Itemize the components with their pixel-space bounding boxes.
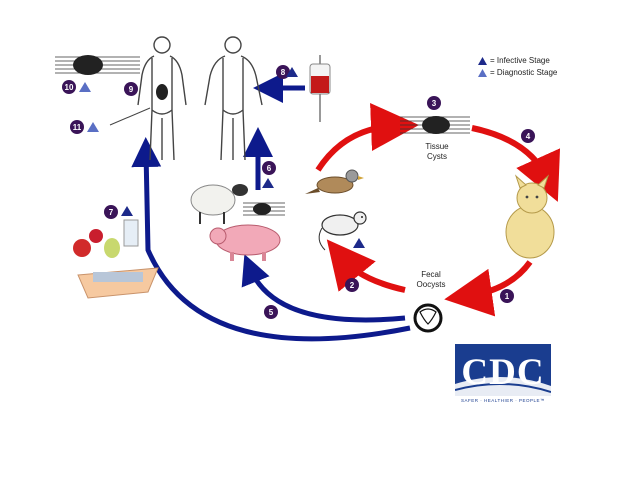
diagnostic-stage-icon: [79, 82, 91, 92]
arrow-birds-to-cysts: [315, 102, 419, 172]
pointer-line-human: [109, 107, 151, 126]
svg-text:6: 6: [267, 164, 272, 173]
arrow-oocysts-to-rodent: [326, 239, 406, 293]
stage-triangles: [79, 67, 365, 248]
svg-text:5: 5: [269, 308, 274, 317]
svg-text:3: 3: [432, 99, 437, 108]
svg-text:1: 1: [505, 292, 510, 301]
arrow-cat-to-oocysts: [444, 260, 533, 317]
infective-stage-icon: [262, 178, 274, 188]
svg-text:2: 2: [350, 281, 355, 290]
tissue-cyst-icon: [400, 116, 470, 134]
human-fetus-icon: [156, 84, 168, 100]
step-11-marker: 11: [70, 120, 84, 134]
step-3-marker: 3: [427, 96, 441, 110]
infective-stage-icon: [353, 238, 365, 248]
svg-text:9: 9: [129, 85, 134, 94]
human-figure-right: [204, 36, 263, 161]
svg-text:8: 8: [281, 68, 286, 77]
pig-icon: [209, 224, 281, 261]
arrow-cysts-to-cat: [471, 125, 561, 202]
step-10-marker: 10: [62, 80, 76, 94]
produce-water-litterbox-icon: [73, 219, 159, 299]
step-1-marker: 1: [500, 289, 514, 303]
cdc-logo: CDC SAFER · HEALTHIER · PEOPLE™: [455, 344, 551, 403]
cat-icon: [505, 174, 555, 259]
step-2-marker: 2: [345, 278, 359, 292]
infective-stage-icon: [478, 57, 487, 65]
svg-text:10: 10: [65, 83, 74, 92]
infective-stage-icon: [121, 206, 133, 216]
legend-diagnostic-label: = Diagnostic Stage: [490, 68, 558, 77]
cdc-swoosh-icon: [455, 376, 551, 396]
oocyst-icon: [413, 303, 443, 333]
step-9-marker: 9: [124, 82, 138, 96]
human-figure-left: [137, 36, 187, 161]
legend-infective: = Infective Stage: [478, 55, 557, 67]
step-5-marker: 5: [264, 305, 278, 319]
svg-text:11: 11: [73, 123, 82, 132]
step-8-marker: 8: [276, 65, 290, 79]
legend-infective-label: = Infective Stage: [490, 56, 550, 65]
diagnostic-stage-icon: [478, 69, 487, 77]
tissue-cyst-human-icon: [55, 55, 140, 75]
blood-transfusion-bag-icon: [309, 55, 331, 122]
infective-stage-icon: [286, 67, 298, 77]
svg-text:4: 4: [526, 132, 531, 141]
step-4-marker: 4: [521, 129, 535, 143]
step-6-marker: 6: [262, 161, 276, 175]
cdc-tagline: SAFER · HEALTHIER · PEOPLE™: [461, 398, 545, 403]
rodent-icon: [318, 211, 367, 251]
tissue-cyst-animal-icon: [243, 202, 285, 216]
bird-icon: [305, 169, 364, 194]
tissue-cysts-label: Tissue Cysts: [425, 142, 449, 161]
step-7-marker: 7: [104, 205, 118, 219]
svg-text:7: 7: [109, 208, 114, 217]
legend: = Infective Stage = Diagnostic Stage: [478, 55, 557, 79]
arrow-oocysts-to-pig: [241, 254, 406, 323]
cdc-logo-text: CDC: [461, 352, 545, 393]
diagnostic-stage-icon: [87, 122, 99, 132]
cdc-logo-box: CDC: [455, 344, 551, 396]
sheep-icon: [190, 184, 248, 224]
step-markers: 1 2 3 4 5 6 7 8 9 10 11: [62, 65, 535, 319]
legend-diagnostic: = Diagnostic Stage: [478, 67, 557, 79]
fecal-oocysts-label: Fecal Oocysts: [416, 270, 446, 289]
